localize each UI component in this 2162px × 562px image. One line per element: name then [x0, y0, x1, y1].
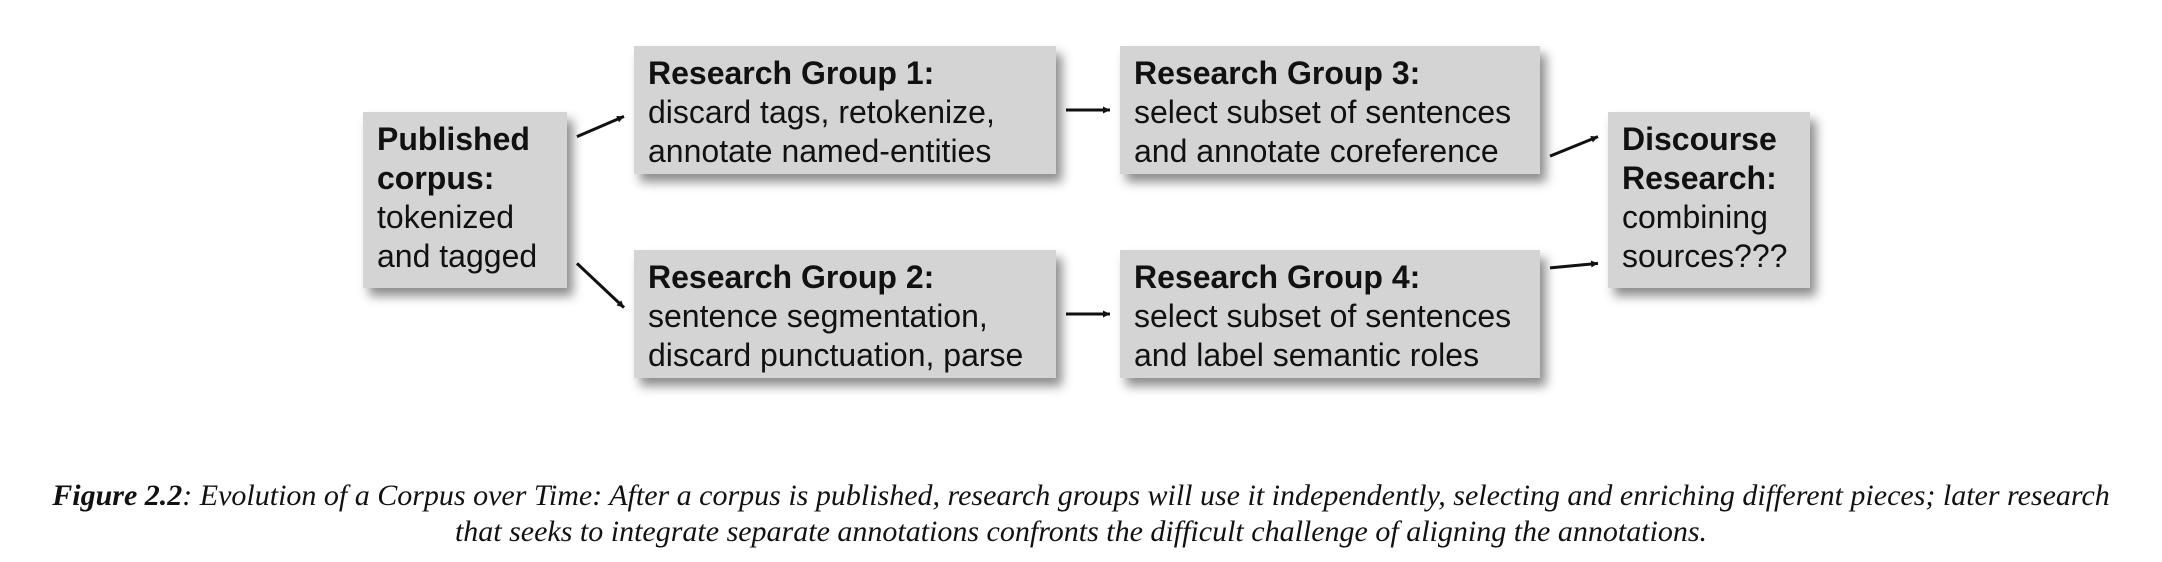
figure-caption-text: : Evolution of a Corpus over Time: After… — [182, 479, 2110, 548]
node-discourse-title-line1: Discourse — [1622, 121, 1777, 157]
node-research-group-2: Research Group 2: sentence segmentation,… — [634, 250, 1056, 378]
node-published-title-line2: corpus: — [377, 160, 495, 196]
node-rg3-title: Research Group 3: — [1134, 55, 1421, 91]
arrow-published-to-rg1 — [576, 115, 625, 139]
node-discourse-desc-line2: sources??? — [1622, 238, 1788, 274]
node-rg1-desc-line2: annotate named-entities — [648, 133, 992, 169]
figure-caption-label: Figure 2.2 — [52, 479, 183, 512]
arrow-rg4-to-discourse — [1549, 260, 1599, 270]
node-rg1-title: Research Group 1: — [648, 55, 935, 91]
node-rg4-desc-line2: and label semantic roles — [1134, 337, 1480, 373]
node-rg2-desc-line1: sentence segmentation, — [648, 298, 988, 334]
node-discourse-title-line2: Research: — [1622, 160, 1777, 196]
node-discourse-desc-line1: combining — [1622, 199, 1768, 235]
node-published-title-line1: Published — [377, 121, 530, 157]
arrow-published-to-rg2 — [575, 262, 626, 309]
node-rg2-desc-line2: discard punctuation, parse — [648, 337, 1024, 373]
node-published-corpus: Published corpus: tokenized and tagged — [363, 112, 567, 288]
node-published-desc-line1: tokenized — [377, 199, 514, 235]
node-rg4-desc-line1: select subset of sentences — [1134, 298, 1512, 334]
node-published-desc-line2: and tagged — [377, 238, 538, 274]
node-rg3-desc-line2: and annotate coreference — [1134, 133, 1499, 169]
node-rg1-desc-line1: discard tags, retokenize, — [648, 94, 995, 130]
node-rg4-title: Research Group 4: — [1134, 259, 1421, 295]
node-research-group-3: Research Group 3: select subset of sente… — [1120, 46, 1540, 174]
node-research-group-1: Research Group 1: discard tags, retokeni… — [634, 46, 1056, 174]
node-rg2-title: Research Group 2: — [648, 259, 935, 295]
node-discourse-research: Discourse Research: combining sources??? — [1608, 112, 1810, 288]
node-research-group-4: Research Group 4: select subset of sente… — [1120, 250, 1540, 378]
figure-caption: Figure 2.2: Evolution of a Corpus over T… — [30, 478, 2132, 550]
node-rg3-desc-line1: select subset of sentences — [1134, 94, 1512, 130]
arrow-rg3-to-discourse — [1549, 135, 1599, 158]
